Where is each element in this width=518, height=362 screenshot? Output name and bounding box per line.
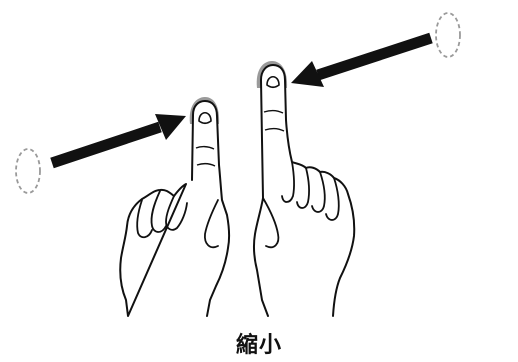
right-start-position-circle	[435, 12, 461, 58]
index-finger-hand-icon	[252, 61, 356, 317]
left-start-position-circle	[15, 148, 41, 194]
caption-label: 縮小	[235, 333, 282, 358]
arrow-left-icon	[291, 32, 433, 87]
arrow-right-icon	[50, 114, 186, 169]
index-finger-hand-icon	[119, 97, 231, 317]
